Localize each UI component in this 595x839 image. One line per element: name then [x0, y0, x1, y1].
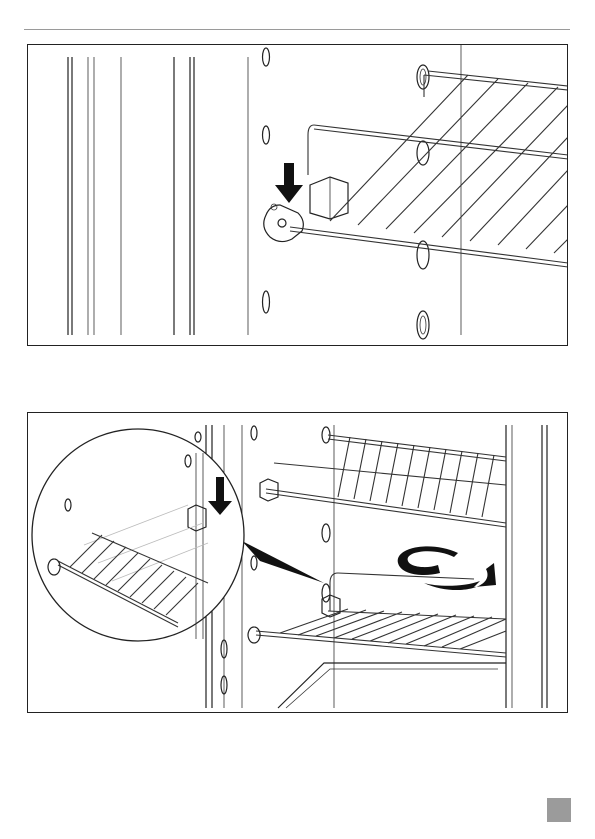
down-arrow-icon: [275, 163, 303, 203]
page-tab: [547, 798, 571, 822]
shelf-support-illustration: [28, 45, 568, 346]
rotate-arrow-icon: [398, 546, 496, 590]
figure-shelf-tilt: [27, 412, 568, 713]
header-rule: [24, 29, 570, 30]
magnifier-callout-icon: [32, 429, 324, 641]
upper-wire-shelf: [260, 435, 506, 527]
shelf-tilt-illustration: [28, 413, 568, 713]
figure-shelf-support: [27, 44, 568, 346]
wire-shelf: [290, 71, 568, 267]
